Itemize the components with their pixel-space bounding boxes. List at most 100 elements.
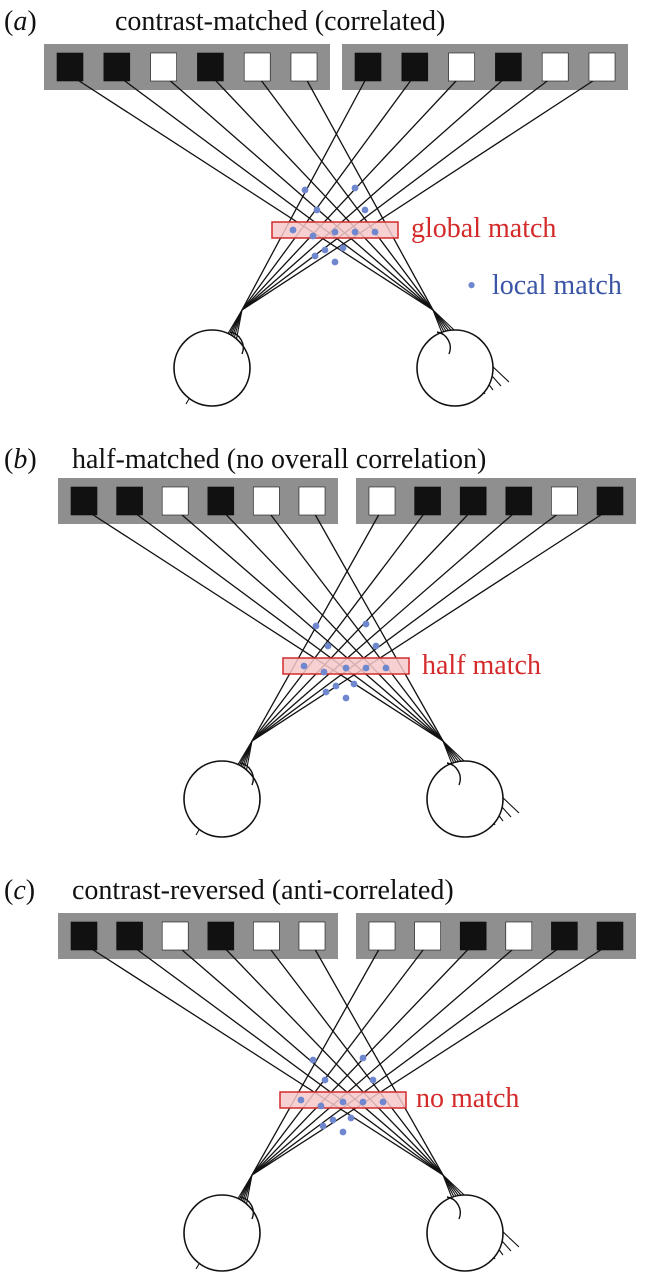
- left-element-black: [207, 486, 235, 516]
- left-element-white: [253, 921, 280, 951]
- local-match-dot: [312, 622, 320, 630]
- local-match-dot: [359, 1054, 367, 1062]
- panel-c: (c) contrast-reversed (anti-correlated) no…: [4, 875, 636, 1272]
- left-element-black: [197, 52, 224, 82]
- ray-right-3: [241, 74, 509, 311]
- local-match-dot: [300, 662, 308, 670]
- left-eyeball: [173, 329, 251, 407]
- right-element-white: [551, 486, 578, 516]
- local-match-dot: [339, 1128, 347, 1136]
- local-match-dots: [297, 1054, 387, 1136]
- right-element-black: [495, 52, 522, 82]
- local-match-dot: [309, 232, 317, 240]
- match-label: no match: [416, 1083, 519, 1114]
- local-match-dot: [351, 184, 359, 192]
- left-eye: [173, 329, 251, 407]
- panel-title: contrast-matched (correlated): [115, 6, 445, 37]
- ray-left-3: [209, 74, 434, 311]
- ray-left-2: [174, 943, 444, 1176]
- local-match-dot: [339, 244, 347, 252]
- local-match-dot: [311, 252, 319, 260]
- panel-title: contrast-reversed (anti-correlated): [72, 875, 454, 906]
- ray-left-4: [265, 943, 444, 1176]
- right-eye-strip: [342, 44, 628, 90]
- left-element-white: [150, 52, 177, 82]
- ray-right-1: [251, 943, 429, 1176]
- ray-right-4: [251, 508, 565, 742]
- left-element-black: [56, 52, 84, 82]
- ray-left-5: [311, 508, 444, 742]
- ray-left-0: [83, 943, 444, 1176]
- local-match-dot: [329, 1116, 337, 1124]
- left-element-white: [298, 921, 326, 951]
- right-element-black: [596, 486, 624, 516]
- ray-left-1: [116, 74, 434, 311]
- left-eye-lens: [239, 1196, 254, 1220]
- local-match-dot: [342, 694, 350, 702]
- right-eyeball: [426, 760, 504, 838]
- ray-left-2: [174, 508, 444, 742]
- panel-title: half-matched (no overall correlation): [72, 444, 486, 475]
- local-match-dot: [331, 258, 339, 266]
- ray-right-4: [241, 74, 556, 311]
- left-element-white: [161, 486, 189, 516]
- left-eye: [183, 1194, 261, 1272]
- left-eyeball: [183, 1194, 261, 1272]
- ray-right-1: [251, 508, 429, 742]
- ray-left-5: [311, 943, 444, 1176]
- right-eye-lens: [446, 762, 461, 786]
- right-element-black: [459, 921, 487, 951]
- ray-right-2: [241, 74, 463, 311]
- local-match-dot: [321, 246, 329, 254]
- ray-left-0: [69, 74, 434, 311]
- left-element-black: [70, 921, 98, 951]
- local-match-dot: [339, 1098, 347, 1106]
- local-match-dot: [342, 664, 350, 672]
- left-element-white: [290, 52, 318, 82]
- right-element-white: [414, 921, 441, 951]
- left-element-white: [298, 486, 326, 516]
- local-match-dot: [332, 682, 340, 690]
- local-match-dot: [321, 1076, 329, 1084]
- local-match-dot: [331, 228, 339, 236]
- local-match-dot: [350, 680, 358, 688]
- local-match-dot: [313, 206, 321, 214]
- right-element-black: [459, 486, 487, 516]
- local-match-dot: [359, 1098, 367, 1106]
- right-eye: [426, 760, 504, 838]
- left-element-black: [103, 52, 131, 82]
- left-eye-strip: [44, 44, 330, 90]
- ray-left-0: [83, 508, 444, 742]
- left-eye-strip: [58, 913, 338, 959]
- local-match-dot: [322, 688, 330, 696]
- left-element-black: [116, 486, 143, 516]
- left-element-white: [253, 486, 280, 516]
- right-element-black: [596, 921, 624, 951]
- local-match-dot: [361, 206, 369, 214]
- ray-right-3: [251, 943, 520, 1176]
- local-match-dot: [319, 1122, 327, 1130]
- local-match-dot: [362, 664, 370, 672]
- ray-left-2: [163, 74, 434, 311]
- local-match-dot: [324, 642, 332, 650]
- ray-right-0: [251, 943, 383, 1176]
- local-match-dot: [301, 186, 309, 194]
- ray-right-4: [251, 943, 565, 1176]
- right-element-black: [505, 486, 533, 516]
- right-eyeball: [426, 1194, 504, 1272]
- legend-local-match: local match: [492, 270, 622, 301]
- left-eye: [183, 760, 261, 838]
- ray-left-3: [220, 508, 444, 742]
- right-element-white: [448, 52, 475, 82]
- panel-letter: (c): [4, 875, 35, 906]
- local-match-dot: [289, 226, 297, 234]
- ray-right-2: [251, 508, 474, 742]
- right-eye-lens: [446, 1196, 461, 1220]
- local-match-dot: [309, 1056, 317, 1064]
- local-match-dot: [362, 620, 370, 628]
- ray-right-5: [251, 943, 611, 1176]
- right-eye-strip: [356, 913, 636, 959]
- local-match-dot: [382, 664, 390, 672]
- right-element-black: [354, 52, 382, 82]
